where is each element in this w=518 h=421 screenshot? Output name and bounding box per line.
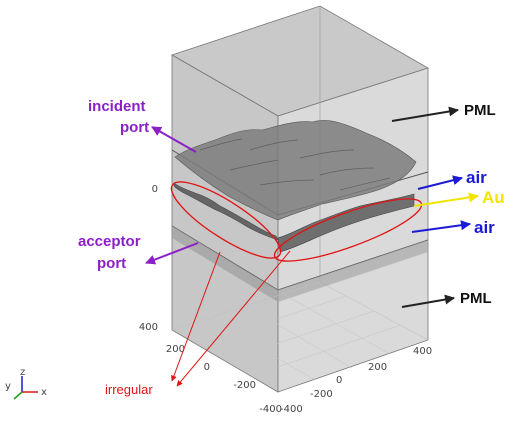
tick-label: -200 bbox=[233, 380, 256, 391]
tick-label: -400 bbox=[259, 404, 282, 415]
acceptor-port-label-line2: port bbox=[97, 255, 126, 272]
triad-y-label: y bbox=[5, 381, 11, 392]
axis-triad: z y x bbox=[5, 367, 47, 400]
pml-bottom-label: PML bbox=[460, 290, 492, 307]
tick-label: 400 bbox=[139, 322, 158, 333]
tick-label: 200 bbox=[368, 362, 387, 373]
irregular-label: irregular bbox=[105, 382, 153, 397]
incident-port-label-line2: port bbox=[120, 119, 149, 136]
irregular-highlight-left bbox=[170, 181, 282, 259]
irregular-highlight-right bbox=[273, 198, 423, 262]
tick-label: -200 bbox=[310, 389, 333, 400]
air-top-label: air bbox=[466, 168, 487, 187]
triad-z-label: z bbox=[20, 367, 25, 378]
tick-label: 200 bbox=[166, 344, 185, 355]
zero-tick-label: 0 bbox=[152, 184, 158, 195]
tick-label: -400 bbox=[280, 404, 303, 415]
simulation-box bbox=[171, 5, 429, 393]
floor-grid bbox=[171, 281, 402, 381]
pml-top-label: PML bbox=[464, 102, 496, 119]
right-axis-ticks: 400 200 0 -200 -400 bbox=[280, 346, 432, 415]
air-bottom-label: air bbox=[474, 218, 495, 237]
acceptor-port-label-line1: acceptor bbox=[78, 233, 141, 250]
tick-label: 400 bbox=[413, 346, 432, 357]
incident-port-label-line1: incident bbox=[88, 98, 146, 115]
tick-label: 0 bbox=[336, 375, 342, 386]
left-axis-ticks: 400 200 0 -200 -400 bbox=[139, 322, 282, 415]
tick-label: 0 bbox=[204, 362, 210, 373]
au-label: Au bbox=[482, 188, 505, 207]
triad-x-label: x bbox=[41, 387, 47, 398]
gold-rough-surface bbox=[173, 120, 417, 253]
